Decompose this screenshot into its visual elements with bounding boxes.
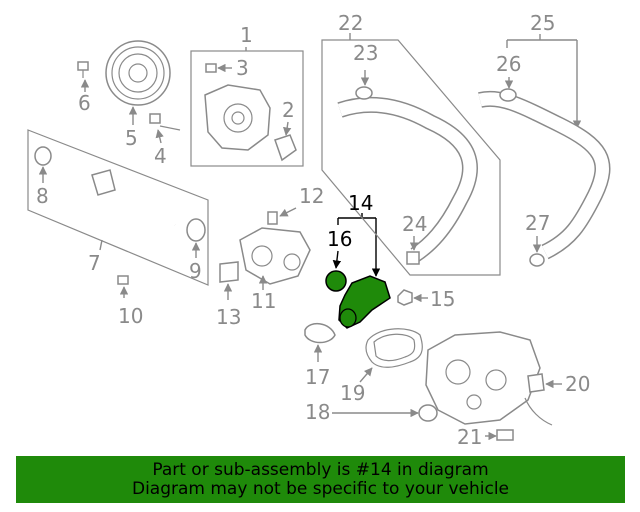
callout-15: 15 <box>430 287 455 311</box>
callout-4: 4 <box>154 144 167 168</box>
pulley-part <box>105 40 171 106</box>
bolt-6-part <box>77 61 89 78</box>
hose-22-part <box>337 96 478 262</box>
callout-7: 7 <box>88 251 101 275</box>
callout-5: 5 <box>125 126 138 150</box>
callout-20: 20 <box>565 372 590 396</box>
callout-25: 25 <box>530 11 555 35</box>
callout-10: 10 <box>118 304 143 328</box>
hose-25-part <box>478 90 611 260</box>
coolant-pipe-part <box>54 162 177 228</box>
banner-line-2: Diagram may not be specific to your vehi… <box>131 479 509 499</box>
callout-6: 6 <box>78 91 91 115</box>
water-pump-part <box>204 84 271 151</box>
thermostat-part-14 <box>338 275 391 329</box>
callout-19: 19 <box>340 381 365 405</box>
callout-13: 13 <box>216 305 241 329</box>
callout-26: 26 <box>496 52 521 76</box>
callout-17: 17 <box>305 365 330 389</box>
bolt-4-part <box>149 113 181 131</box>
water-outlet-assembly-part <box>425 331 541 425</box>
info-banner: Part or sub-assembly is #14 in diagram D… <box>16 456 625 503</box>
gasket-part-16 <box>325 270 347 292</box>
callout-22: 22 <box>338 11 363 35</box>
callout-12: 12 <box>299 184 324 208</box>
callout-14: 14 <box>348 191 373 215</box>
banner-line-1: Part or sub-assembly is #14 in diagram <box>152 460 489 480</box>
callout-27: 27 <box>525 211 550 235</box>
callout-1: 1 <box>240 23 253 47</box>
callout-8: 8 <box>36 184 49 208</box>
thermostat-housing-part <box>239 227 311 285</box>
callout-3: 3 <box>236 56 249 80</box>
callout-11: 11 <box>251 289 276 313</box>
callout-23: 23 <box>353 41 378 65</box>
callout-18: 18 <box>305 400 330 424</box>
callout-24: 24 <box>402 212 427 236</box>
callout-9: 9 <box>189 259 202 283</box>
callout-16: 16 <box>327 227 352 251</box>
callout-21: 21 <box>457 425 482 449</box>
parts-diagram: 1 2 3 4 5 6 7 8 9 10 11 12 13 14 15 16 1… <box>27 11 611 449</box>
callout-2: 2 <box>282 98 295 122</box>
